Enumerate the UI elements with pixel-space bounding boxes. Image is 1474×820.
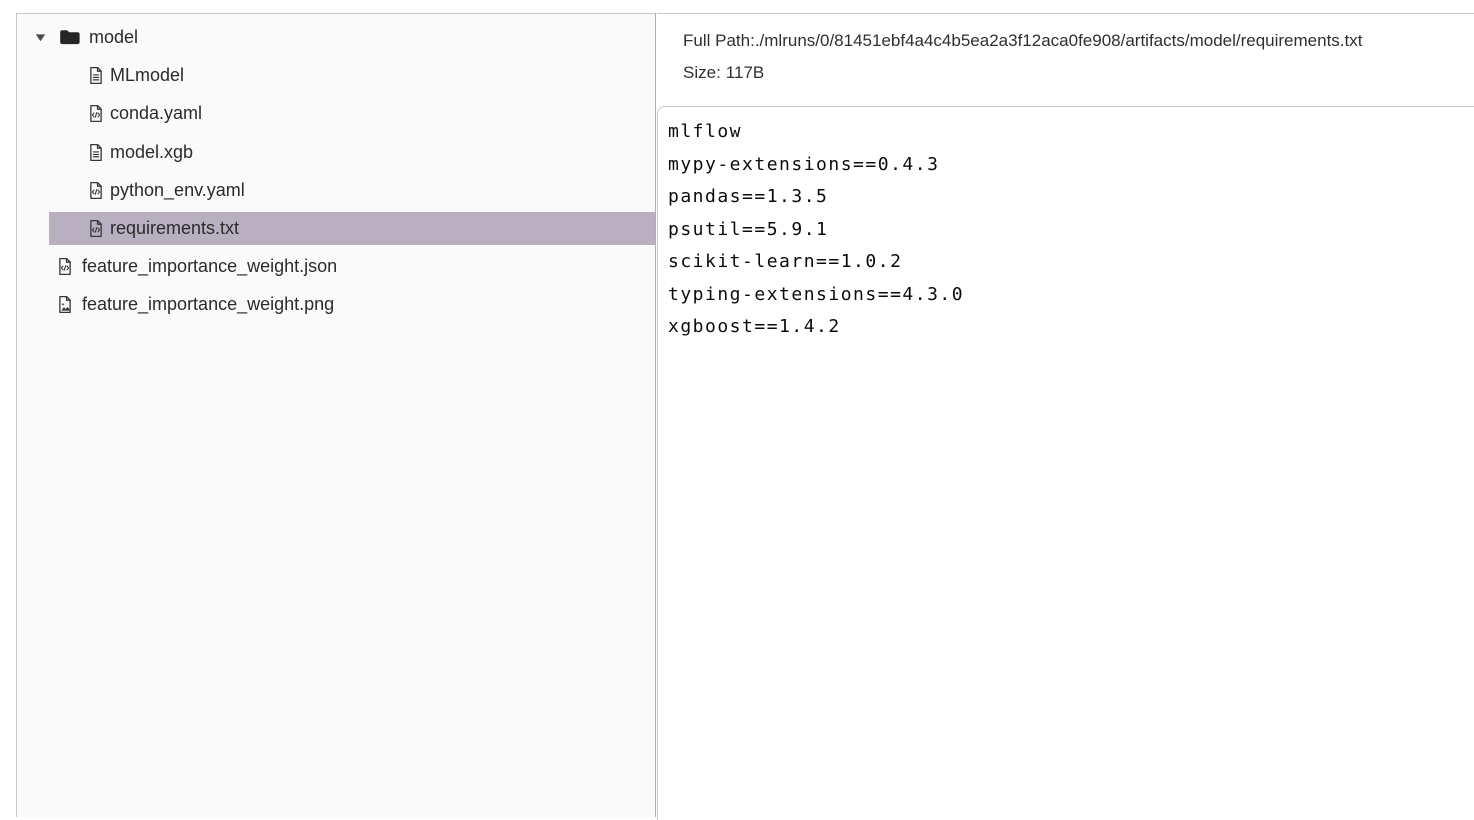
tree-item-label: feature_importance_weight.png [82, 294, 335, 315]
file-text-icon [88, 143, 104, 162]
tree-item-label: conda.yaml [110, 103, 203, 124]
tree-item-model[interactable]: model [17, 21, 655, 54]
size-label: Size: [683, 63, 721, 82]
tree-item-mlmodel[interactable]: MLmodel [17, 59, 655, 92]
code-line: psutil==5.9.1 [668, 218, 829, 240]
file-preview-content: mlflow mypy-extensions==0.4.3 pandas==1.3.… [668, 116, 1474, 344]
full-path-line: Full Path:./mlruns/0/81451ebf4a4c4b5ea2a… [683, 31, 1474, 51]
tree-item-label: model [89, 27, 139, 47]
file-code-icon [88, 104, 104, 123]
tree-item-label: feature_importance_weight.json [82, 256, 338, 277]
code-line: typing-extensions==4.3.0 [668, 283, 965, 305]
file-code-icon [88, 181, 104, 200]
tree-item-feature-importance-weight-json[interactable]: feature_importance_weight.json [17, 250, 655, 283]
code-line: xgboost==1.4.2 [668, 316, 841, 337]
tree-item-model-xgb[interactable]: model.xgb [17, 136, 655, 169]
folder-icon [59, 29, 80, 46]
code-line: scikit-learn==1.0.2 [668, 251, 903, 272]
size-value: 117B [725, 63, 765, 82]
tree-item-label: requirements.txt [110, 217, 240, 238]
tree-item-requirements-txt[interactable]: requirements.txt [49, 211, 655, 245]
file-image-icon [57, 295, 73, 314]
file-preview-box: mlflow mypy-extensions==0.4.3 pandas==1.3.… [657, 106, 1474, 820]
file-text-icon [88, 66, 104, 85]
code-line: mlflow [668, 121, 743, 142]
tree-item-feature-importance-weight-png[interactable]: feature_importance_weight.png [17, 288, 655, 321]
tree-item-label: python_env.yaml [110, 179, 245, 200]
code-line: mypy-extensions==0.4.3 [668, 153, 940, 175]
size-line: Size:117B [683, 63, 1474, 83]
panel-top-border [657, 13, 1474, 14]
caret-down-icon[interactable] [34, 31, 47, 44]
tree-item-python-env-yaml[interactable]: python_env.yaml [17, 174, 655, 207]
file-code-icon [88, 219, 104, 238]
file-code-icon [57, 257, 73, 276]
full-path-label: Full Path: [683, 31, 755, 50]
full-path-value: ./mlruns/0/81451ebf4a4c4b5ea2a3f12aca0fe… [754, 31, 1363, 50]
artifact-header: Full Path:./mlruns/0/81451ebf4a4c4b5ea2a… [683, 0, 1474, 100]
tree-item-conda-yaml[interactable]: conda.yaml [17, 97, 655, 130]
code-line: pandas==1.3.5 [668, 186, 829, 207]
tree-item-label: MLmodel [110, 65, 185, 86]
tree-item-label: model.xgb [110, 141, 194, 162]
